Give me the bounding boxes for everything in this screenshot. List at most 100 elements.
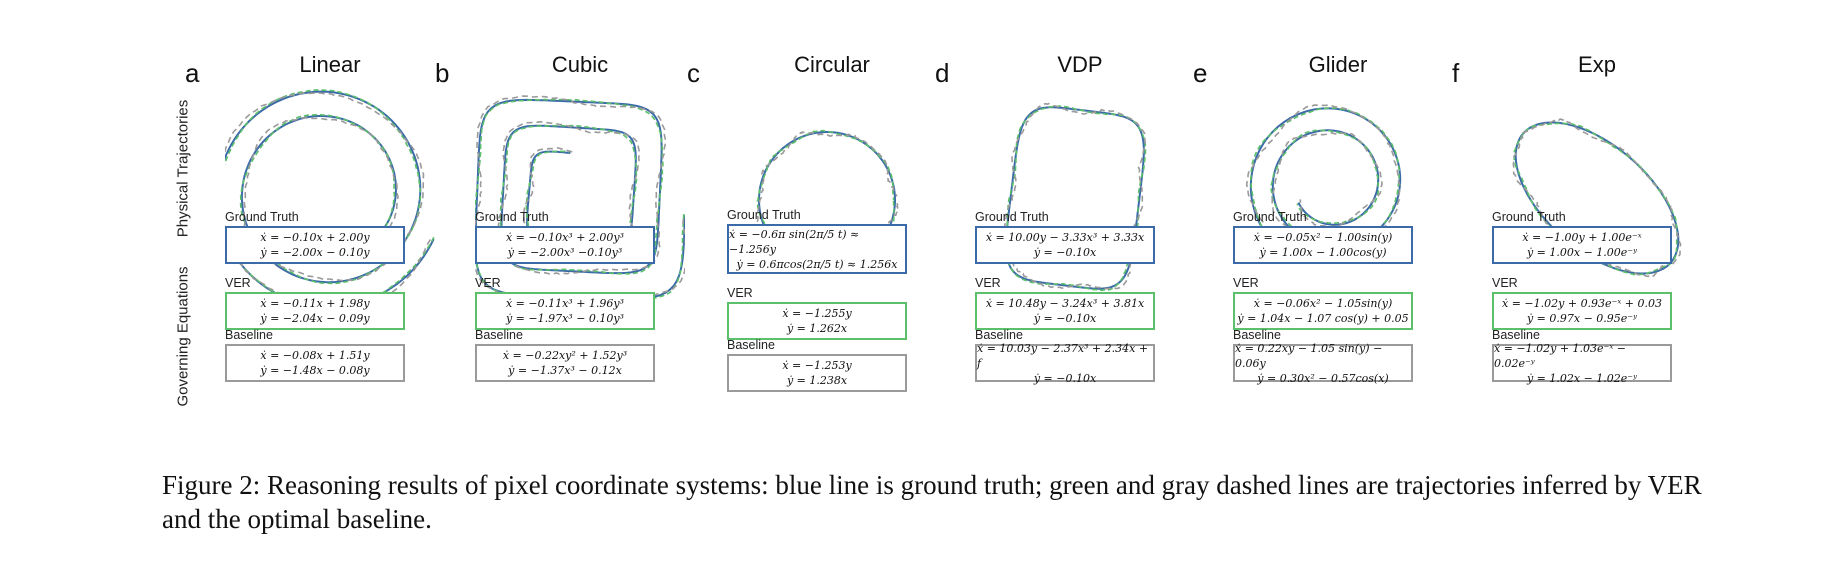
equation-line: ẏ = −2.00x − 0.10y — [260, 246, 370, 259]
ground-truth-equation-box: ẋ = −1.00y + 1.00e⁻ˣ ẏ = 1.00x − 1.00e⁻ʸ — [1492, 226, 1672, 264]
panel-letter: f — [1452, 58, 1460, 88]
ver-trajectory — [1006, 105, 1147, 292]
equation-line: ẋ = −0.22xy² + 1.52y³ — [502, 349, 628, 362]
panel-title: Glider — [1308, 52, 1368, 77]
equation-line: ẏ = −0.10x — [1033, 312, 1097, 325]
ground-truth-equation-box: ẋ = −0.10x³ + 2.00y³ ẏ = −2.00x³ −0.10y³ — [475, 226, 655, 264]
panel-letter: e — [1193, 58, 1208, 88]
ver-equation-box: ẋ = −0.06x² − 1.05sin(y) ẏ = 1.04x − 1.07… — [1233, 292, 1413, 330]
panel-title: VDP — [1057, 52, 1103, 77]
figure-caption: Figure 2: Reasoning results of pixel coo… — [162, 470, 1702, 534]
equation-line: ẋ = −1.253y — [782, 359, 852, 372]
equation-line: ẏ = −0.10x — [1033, 371, 1097, 385]
ground-truth-trajectory — [225, 90, 435, 308]
equation-line: ẏ = −2.04x − 0.09y — [260, 312, 370, 325]
baseline-equation-box: ẋ = −1.253y ẏ = 1.238x — [727, 354, 907, 392]
ver-label: VER — [727, 286, 753, 300]
ground-truth-label: Ground Truth — [1233, 210, 1307, 224]
ground-truth-equation-box: ẋ = −0.05x² − 1.00sin(y) ẏ = 1.00x − 1.00… — [1233, 226, 1413, 264]
equation-line: ẏ = 1.02x − 1.02e⁻ʸ — [1526, 371, 1638, 385]
panel-letter: d — [935, 58, 950, 88]
ver-label: VER — [975, 276, 1001, 290]
equation-line: ẋ = −1.255y — [782, 307, 852, 320]
equation-line: ẏ = 1.00x − 1.00cos(y) — [1259, 246, 1387, 259]
ground-truth-label: Ground Truth — [727, 208, 801, 222]
ground-truth-label: Ground Truth — [975, 210, 1049, 224]
baseline-label: Baseline — [1233, 328, 1281, 342]
baseline-trajectory — [225, 92, 432, 307]
equation-line: ẋ = 10.00y − 3.33x³ + 3.33x — [985, 231, 1145, 244]
ground-truth-label: Ground Truth — [225, 210, 299, 224]
panel-letter: b — [435, 58, 450, 88]
ver-equation-box: ẋ = −1.02y + 0.93e⁻ˣ + 0.03 ẏ = 0.97x − 0… — [1492, 292, 1672, 330]
baseline-equation-box: ẋ = −0.22xy² + 1.52y³ ẏ = −1.37x³ − 0.12x — [475, 344, 655, 382]
panel-letter: c — [687, 58, 700, 88]
trajectory-plot — [756, 129, 900, 271]
equation-line: ẏ = 1.00x − 1.00e⁻ʸ — [1526, 246, 1638, 259]
trajectory-plot — [1512, 118, 1682, 279]
baseline-label: Baseline — [1492, 328, 1540, 342]
baseline-label: Baseline — [975, 328, 1023, 342]
panel-letter: a — [185, 58, 200, 88]
equation-line: ẋ = 10.48y − 3.24x³ + 3.81x — [985, 297, 1145, 310]
ver-label: VER — [475, 276, 501, 290]
equation-line: ẋ = −0.6π sin(2π/5 t) ≈ −1.256y — [729, 227, 860, 256]
ver-equation-box: ẋ = −1.255y ẏ = 1.262x — [727, 302, 907, 340]
equation-line: ẋ = −1.02y + 1.03e⁻ˣ − 0.02e⁻ʸ — [1494, 341, 1626, 370]
ver-label: VER — [1492, 276, 1518, 290]
equation-line: ẏ = 1.238x — [786, 374, 848, 387]
equation-line: ẋ = −0.11x + 1.98y — [260, 297, 370, 310]
equation-line: ẏ = −2.00x³ −0.10y³ — [507, 246, 623, 259]
trajectory-plot — [475, 95, 685, 301]
ground-truth-label: Ground Truth — [1492, 210, 1566, 224]
equation-line: ẋ = −1.02y + 0.93e⁻ˣ + 0.03 — [1502, 297, 1662, 310]
equation-line: ẋ = 10.03y − 2.37x³ + 2.34x + f — [977, 341, 1149, 370]
equation-line: ẏ = 0.30x² − 0.57cos(x) — [1257, 371, 1389, 385]
ver-equation-box: ẋ = 10.48y − 3.24x³ + 3.81x ẏ = −0.10x — [975, 292, 1155, 330]
equation-line: ẏ = 0.97x − 0.95e⁻ʸ — [1526, 312, 1638, 325]
equation-line: ẏ = 0.6πcos(2π/5 t) ≈ 1.256x — [736, 257, 898, 271]
trajectory-plot — [1002, 102, 1147, 292]
panel-title: Linear — [299, 52, 361, 77]
panel-vdp: d VDP Ground Truth ẋ = 10.00y − 3.33x³ + 3.… — [935, 50, 1185, 460]
panel-title: Exp — [1578, 52, 1616, 77]
ground-truth-label: Ground Truth — [475, 210, 549, 224]
equation-line: ẋ = −0.08x + 1.51y — [260, 349, 370, 362]
panel-title: Circular — [794, 52, 870, 77]
equation-line: ẏ = 1.04x − 1.07 cos(y) + 0.05 — [1237, 312, 1409, 325]
equation-line: ẋ = −1.00y + 1.00e⁻ˣ — [1522, 231, 1642, 244]
baseline-label: Baseline — [727, 338, 775, 352]
baseline-trajectory — [1002, 102, 1147, 290]
baseline-equation-box: ẋ = −0.08x + 1.51y ẏ = −1.48x − 0.08y — [225, 344, 405, 382]
ver-trajectory — [1249, 107, 1401, 250]
ground-truth-equation-box: ẋ = −0.10x + 2.00y ẏ = −2.00x − 0.10y — [225, 226, 405, 264]
baseline-label: Baseline — [225, 328, 273, 342]
equation-line: ẋ = −0.10x³ + 2.00y³ — [505, 231, 625, 244]
equation-line: ẋ = −0.10x + 2.00y — [260, 231, 370, 244]
ver-label: VER — [225, 276, 251, 290]
baseline-trajectory — [1245, 104, 1401, 248]
ver-label: VER — [1233, 276, 1259, 290]
equation-line: ẏ = −1.37x³ − 0.12x — [508, 364, 622, 377]
trajectory-plot — [225, 89, 435, 308]
equation-line: ẋ = −0.06x² − 1.05sin(y) — [1253, 297, 1393, 310]
ver-equation-box: ẋ = −0.11x + 1.98y ẏ = −2.04x − 0.09y — [225, 292, 405, 330]
baseline-label: Baseline — [475, 328, 523, 342]
equation-line: ẏ = 1.262x — [786, 322, 848, 335]
panel-title: Cubic — [551, 52, 609, 77]
equation-line: ẋ = −0.11x³ + 1.96y³ — [505, 297, 625, 310]
equation-line: ẏ = −1.48x − 0.08y — [260, 364, 370, 377]
equation-line: ẋ = −0.05x² − 1.00sin(y) — [1253, 231, 1393, 244]
trajectory-plot — [1245, 104, 1402, 250]
